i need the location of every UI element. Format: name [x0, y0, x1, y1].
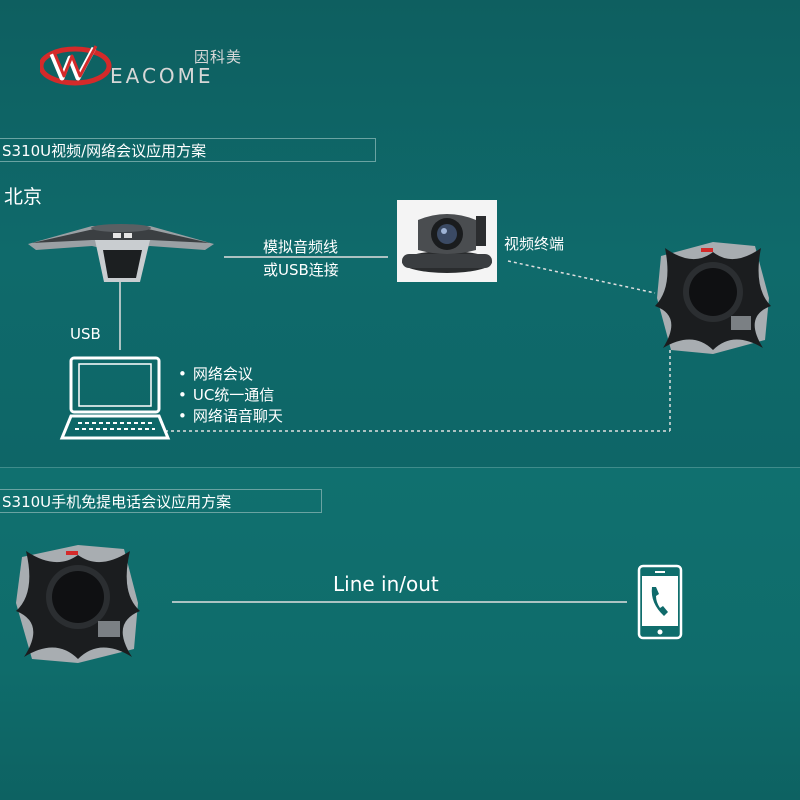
conference-phone-top-icon [655, 242, 771, 354]
mobile-phone-icon [637, 564, 683, 640]
link-label-2: 或USB连接 [263, 261, 339, 279]
video-camera-icon [397, 200, 497, 282]
link-label-1: 模拟音频线 [263, 238, 339, 256]
section-divider [0, 467, 800, 468]
camera-label: 视频终端 [504, 235, 565, 253]
laptop-icon [59, 356, 171, 440]
feature-item: 网络会议 [178, 364, 283, 385]
logo-cn-text: 因科美 [194, 48, 243, 66]
section2-title: S310U手机免提电话会议应用方案 [0, 489, 322, 513]
section1-title: S310U视频/网络会议应用方案 [0, 138, 376, 162]
brand-logo-icon [40, 45, 112, 86]
conference-phone-large-icon [16, 545, 140, 663]
city-label: 北京 [4, 186, 43, 208]
line-in-out-label: Line in/out [333, 572, 439, 596]
feature-item: 网络语音聊天 [178, 406, 283, 427]
usb-label: USB [70, 325, 101, 343]
logo-en-text: EACOME [110, 64, 214, 88]
feature-list: 网络会议 UC统一通信 网络语音聊天 [178, 364, 283, 427]
speakerphone-side-icon [28, 224, 214, 282]
dashed-link-camera [507, 260, 656, 294]
feature-item: UC统一通信 [178, 385, 283, 406]
